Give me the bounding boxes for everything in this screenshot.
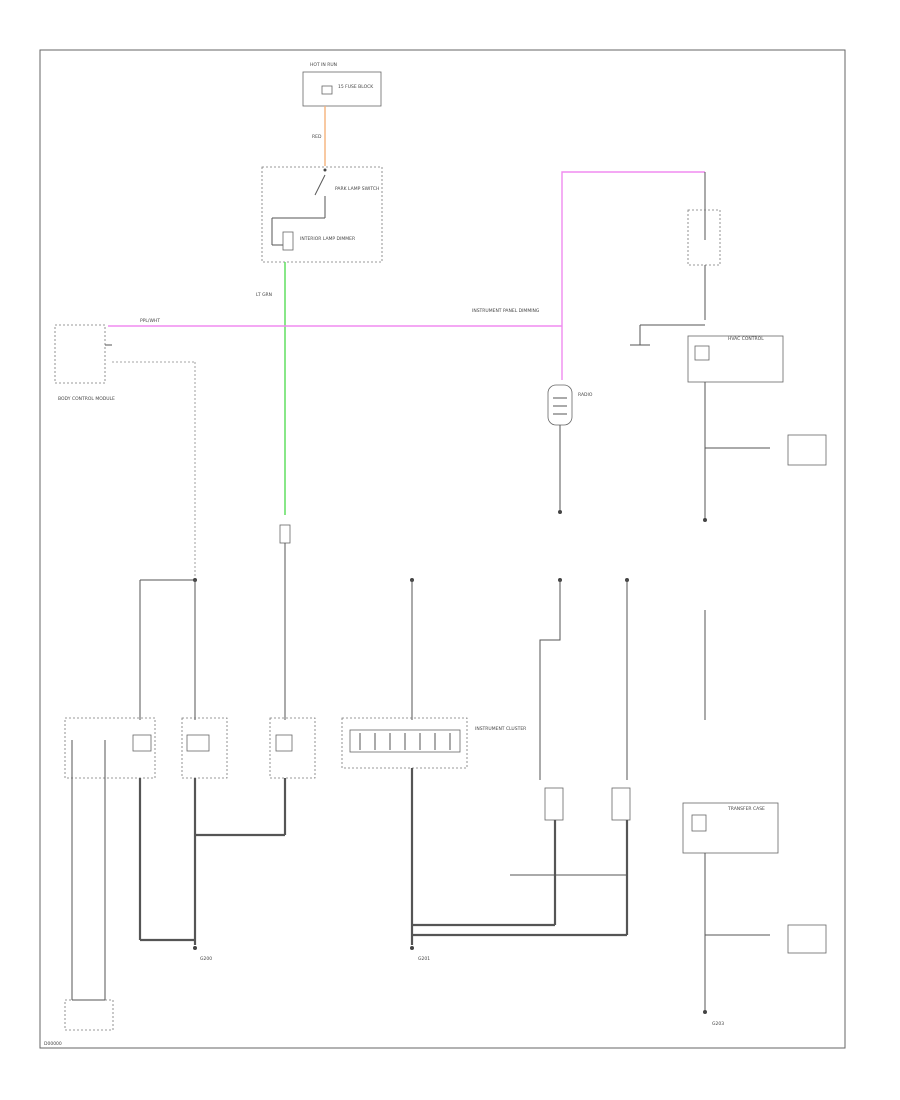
instrument-cluster: INSTRUMENT CLUSTER G201 xyxy=(341,717,526,962)
left-switch-assembly xyxy=(64,717,195,1000)
bcm-desc: BODY CONTROL MODULE xyxy=(58,396,115,402)
diagram-frame xyxy=(39,49,846,1049)
switch-5 xyxy=(539,720,564,925)
cluster-desc: INSTRUMENT CLUSTER xyxy=(475,726,526,732)
pink-wire-desc: INSTRUMENT PANEL DIMMING xyxy=(472,308,540,314)
orange-wire-label: RED xyxy=(312,134,322,140)
pink-wire-vertical xyxy=(561,171,705,380)
body-control-module: BODY CONTROL MODULE xyxy=(54,324,196,580)
hvac-control-top: HVAC CONTROL xyxy=(630,172,827,522)
switch-desc: PARK LAMP SWITCH xyxy=(335,186,379,192)
fuse-block-desc: 15 FUSE BLOCK xyxy=(338,84,374,90)
lower-fuse xyxy=(279,524,291,720)
fuse-block: HOT IN RUN 15 FUSE BLOCK xyxy=(302,62,382,107)
park-lamp-switch: PARK LAMP SWITCH INTERIOR LAMP DIMMER xyxy=(261,166,383,263)
radio-lamp-desc: RADIO xyxy=(578,392,593,398)
bottom-left-component xyxy=(64,999,114,1031)
switch-sub: INTERIOR LAMP DIMMER xyxy=(300,236,355,242)
fuse-block-title: HOT IN RUN xyxy=(310,62,337,68)
radio-lamp: RADIO xyxy=(547,384,593,514)
transfer-module-desc: TRANSFER CASE xyxy=(727,806,765,812)
switch-3 xyxy=(269,717,316,835)
hvac-module-desc: HVAC CONTROL xyxy=(728,336,764,342)
ground-mid-label: G201 xyxy=(418,956,430,962)
corner-text: D00000 xyxy=(44,1041,62,1047)
transfer-case-module: TRANSFER CASE G203 xyxy=(682,802,827,1027)
switch-6 xyxy=(412,720,631,937)
ground-left-label: G200 xyxy=(200,956,212,962)
pink-wire-label: PPL/WHT xyxy=(140,318,160,324)
drop-4 xyxy=(539,580,561,720)
ground-right-label: G203 xyxy=(712,1021,724,1027)
switch-2: G200 xyxy=(181,717,285,962)
green-wire-label: LT GRN xyxy=(256,292,272,298)
